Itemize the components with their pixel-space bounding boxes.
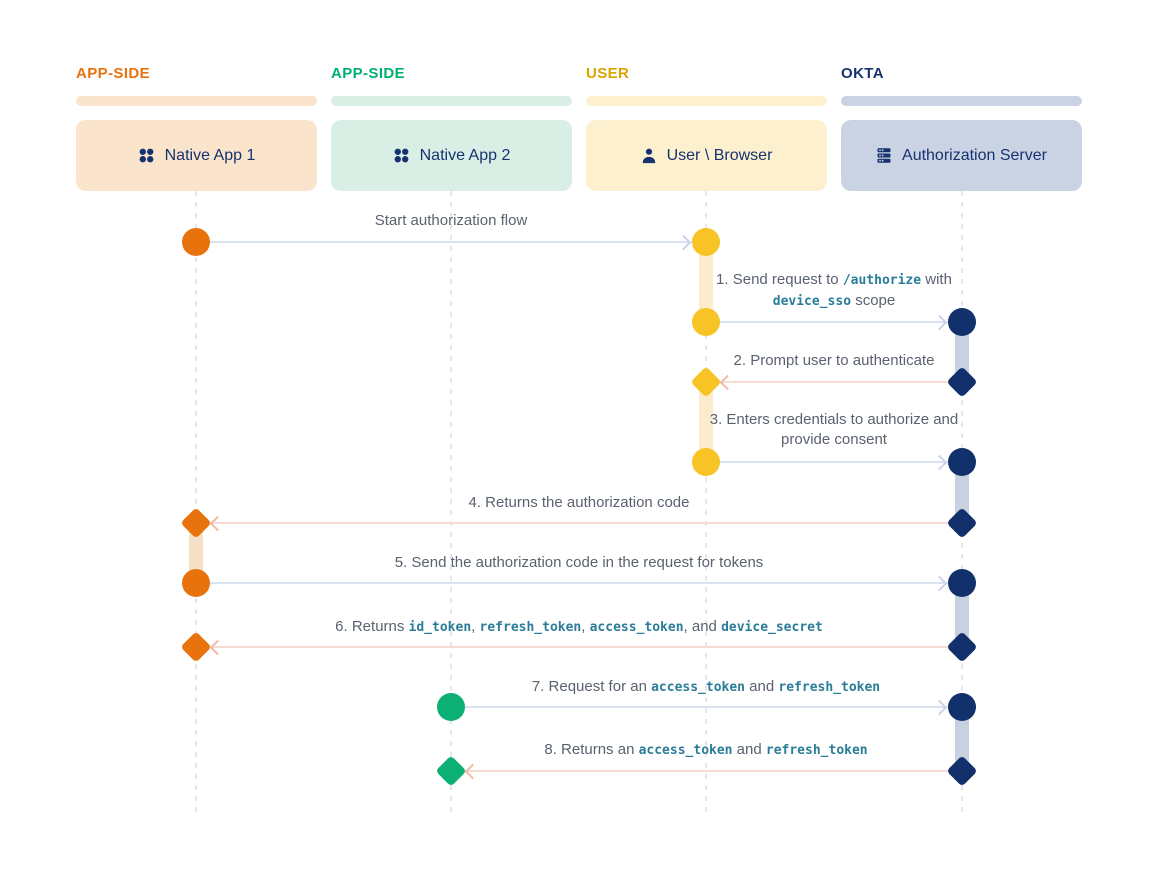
message-label: 6. Returns id_token, refresh_token, acce… [335,618,823,635]
endpoint-authorization-server [946,631,978,663]
arrowhead-left-icon [719,374,736,391]
arrowhead-left-icon [209,639,226,656]
activation-bar-user [699,382,713,462]
app-grid-icon [138,147,155,164]
actor-name: Native App 1 [164,146,256,164]
arrowhead-right-icon [931,314,948,331]
message-label: 5. Send the authorization code in the re… [394,554,764,571]
endpoint-authorization-server [946,366,978,398]
actor-box-authorization-server: Authorization Server [841,120,1082,191]
lane-accent-bar [586,96,827,106]
arrowhead-right-icon [675,234,692,251]
endpoint-authorization-server [948,448,976,476]
request-arrow-line [465,706,948,708]
reply-arrow-line [465,770,948,772]
message-label: Start authorization flow [374,212,528,229]
reply-arrow-line [720,381,948,383]
endpoint-authorization-server [946,755,978,787]
reply-arrow-line [210,522,948,524]
activation-bar-okta [955,707,969,771]
actor-name: Authorization Server [902,146,1047,164]
request-arrow-line [720,461,948,463]
message-label: 7. Request for an access_token and refre… [531,678,881,695]
lifeline-native-app-1 [195,191,197,815]
endpoint-native-app-2 [437,693,465,721]
actor-box-native-app-1: Native App 1 [76,120,317,191]
lifeline-user-browser [705,191,707,815]
arrowhead-right-icon [931,699,948,716]
endpoint-authorization-server [948,308,976,336]
endpoint-user-browser [692,448,720,476]
request-arrow-line [210,582,948,584]
actor-box-user-browser: User \ Browser [586,120,827,191]
lane-accent-bar [331,96,572,106]
message-label: 2. Prompt user to authenticate [733,352,935,369]
lane-group-label-user: USER [586,65,630,82]
message-label: 8. Returns an access_token and refresh_t… [544,741,868,758]
endpoint-user-browser [692,228,720,256]
user-icon [641,147,657,164]
arrowhead-left-icon [464,763,481,780]
arrowhead-right-icon [931,454,948,471]
message-label: 4. Returns the authorization code [468,494,690,511]
lane-group-label-app-side-2: APP-SIDE [331,65,406,82]
arrowhead-left-icon [209,515,226,532]
endpoint-native-app-1 [180,507,212,539]
endpoint-user-browser [692,308,720,336]
endpoint-authorization-server [948,693,976,721]
server-icon [876,147,892,164]
activation-bar-user [699,242,713,322]
message-label: 1. Send request to /authorize with devic… [716,271,952,309]
endpoint-native-app-1 [180,631,212,663]
actor-name: User \ Browser [666,146,773,164]
actor-box-native-app-2: Native App 2 [331,120,572,191]
reply-arrow-line [210,646,948,648]
endpoint-authorization-server [948,569,976,597]
lane-accent-bar [841,96,1082,106]
lane-accent-bar [76,96,317,106]
endpoint-native-app-2 [435,755,467,787]
request-arrow-line [210,241,692,243]
lifeline-native-app-2 [450,191,452,815]
activation-bar-native-app-1 [189,523,203,583]
lane-group-label-okta: OKTA [841,65,884,82]
message-label: 3. Enters credentials to authorize and p… [709,411,959,448]
request-arrow-line [720,321,948,323]
app-grid-icon [393,147,410,164]
endpoint-authorization-server [946,507,978,539]
activation-bar-okta [955,462,969,523]
endpoint-user-browser [690,366,722,398]
activation-bar-okta [955,322,969,382]
actor-name: Native App 2 [419,146,511,164]
activation-bar-okta [955,583,969,647]
endpoint-native-app-1 [182,569,210,597]
lane-group-label-app-side-1: APP-SIDE [76,65,151,82]
endpoint-native-app-1 [182,228,210,256]
arrowhead-right-icon [931,575,948,592]
